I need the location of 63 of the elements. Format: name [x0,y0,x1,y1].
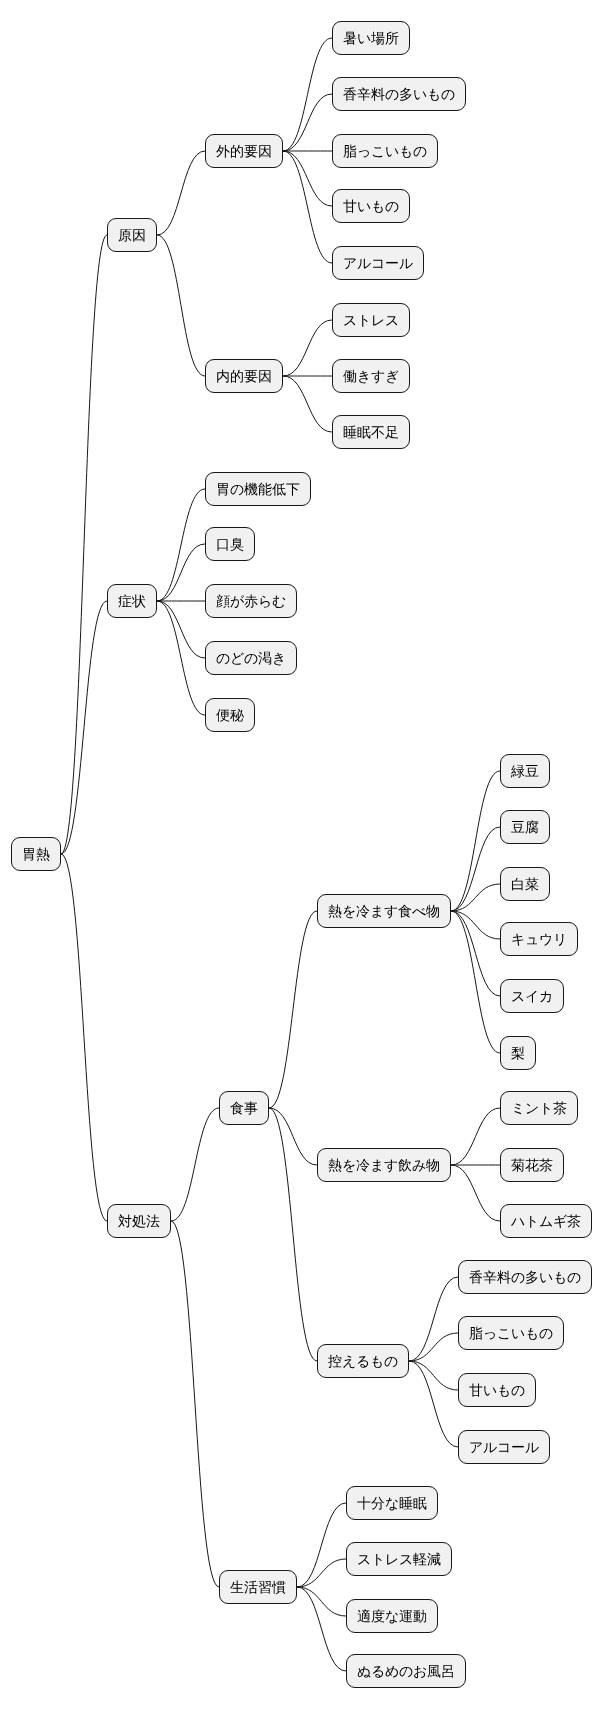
topic-box: 顔が赤らむ [205,584,298,619]
topic-box: 胃の機能低下 [205,471,312,506]
connector-line [408,1360,459,1391]
topic-box: 便秘 [205,697,256,732]
topic-box: 脂っこいもの [331,133,438,168]
topic-box: 豆腐 [499,809,550,844]
topic-box: 胃熱 [10,837,61,872]
connector-line [296,1558,347,1588]
topic-box: 脂っこいもの [458,1316,565,1351]
topic-box: 緑豆 [499,754,550,789]
topic-box: 香辛料の多いもの [458,1260,593,1295]
topic-box: 内的要因 [205,359,284,394]
topic-box: 働きすぎ [331,359,410,394]
topic-box: 甘いもの [458,1372,537,1407]
connector-line [408,1332,459,1362]
topic-box: ぬるめのお風呂 [345,1654,466,1689]
topic-box: 十分な睡眠 [345,1486,438,1521]
connector-line [282,375,333,433]
topic-box: 対処法 [106,1203,171,1238]
topic-box: 適度な運動 [345,1598,438,1633]
connector-line [296,1586,347,1617]
connector-line [268,1107,318,1362]
topic-box: 外的要因 [205,133,284,168]
topic-box: 菊花茶 [499,1148,564,1183]
topic-box: ハトムギ茶 [499,1203,592,1238]
topic-box: 睡眠不足 [331,415,410,449]
connector-line [170,1107,220,1222]
topic-box: アルコール [458,1429,551,1464]
connector-line [60,600,108,855]
topic-box: 熱を冷ます飲み物 [317,1148,452,1183]
connector-line [156,234,206,377]
topic-box: ストレス軽減 [345,1541,452,1576]
topic-box: 食事 [219,1091,270,1126]
topic-box: 梨 [499,1035,536,1070]
topic-box: キュウリ [499,922,578,957]
connector-line [282,150,333,264]
connector-line [60,853,108,1222]
connector-line [450,1164,501,1166]
topic-box: 口臭 [205,527,256,562]
topic-box: アルコール [331,245,424,280]
connector-line [156,150,206,236]
connector-line [170,1220,220,1588]
connector-line [60,234,108,855]
topic-box: 香辛料の多いもの [331,76,466,111]
topic-box: 生活習慣 [219,1570,298,1605]
connector-line [408,1360,459,1448]
topic-box: 暑い場所 [331,21,410,56]
topic-box: 熱を冷ます食べ物 [317,893,452,928]
connector-line [156,600,206,716]
connector-line [268,910,318,1109]
topic-box: のどの渇き [205,640,298,675]
topic-box: ストレス [331,302,410,337]
topic-box: 甘いもの [331,189,410,224]
connector-line [296,1586,347,1672]
connector-line [450,1164,501,1222]
topic-box: スイカ [499,979,564,1013]
topic-box: 控えるもの [317,1344,410,1379]
connector-line [282,375,333,377]
topic-box: ミント茶 [499,1091,578,1126]
connector-line [450,910,501,1054]
topic-box: 白菜 [499,866,550,901]
topic-box: 症状 [106,584,157,619]
topic-box: 原因 [106,217,157,252]
